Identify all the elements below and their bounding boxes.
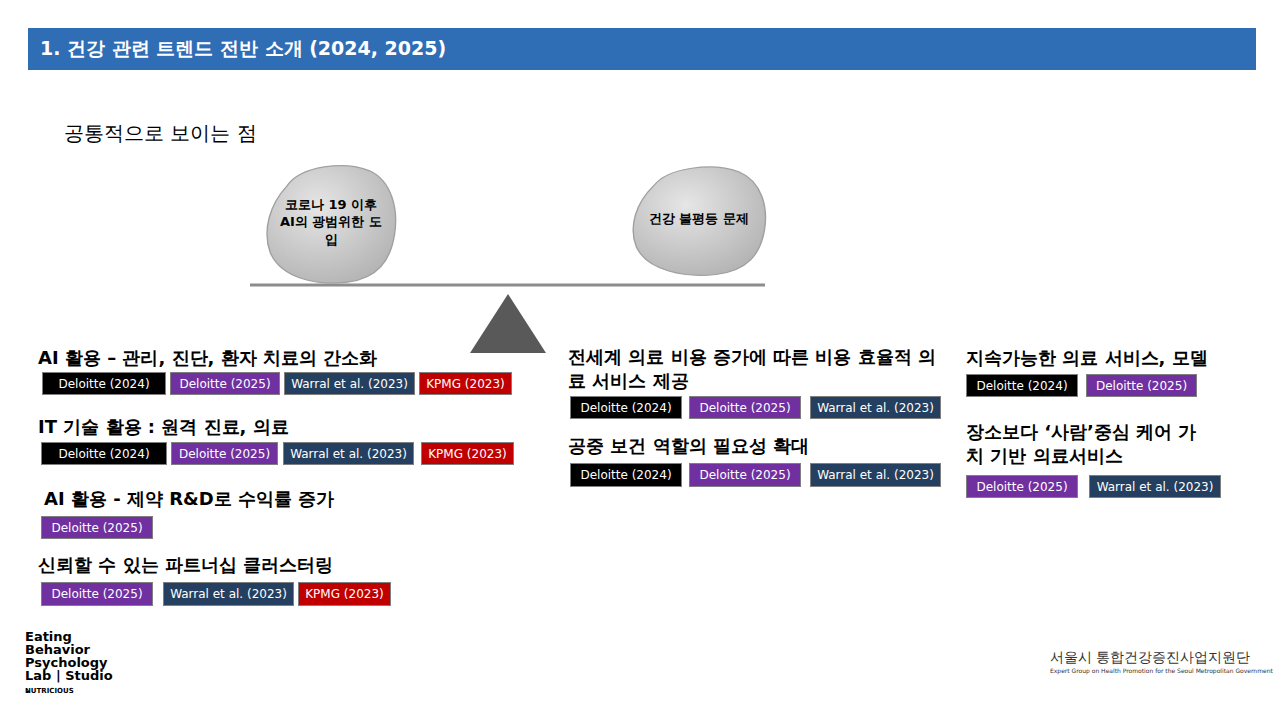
balance-fulcrum bbox=[470, 294, 546, 353]
source-tag: KPMG (2023) bbox=[421, 442, 514, 465]
trend-heading: AI 활용 - 제약 R&D로 수익률 증가 bbox=[44, 487, 334, 510]
source-tag: Deloitte (2025) bbox=[41, 516, 153, 539]
source-label: Deloitte (2024) bbox=[58, 377, 149, 391]
rock-label: 코로나 19 이후 AI의 광범위한 도입 bbox=[262, 196, 400, 249]
trend-heading: AI 활용 – 관리, 진단, 환자 치료의 간소화 bbox=[38, 346, 377, 369]
source-label: Deloitte (2025) bbox=[699, 468, 790, 482]
source-tag: Warral et al. (2023) bbox=[810, 396, 941, 419]
title-text: 1. 건강 관련 트렌드 전반 소개 (2024, 2025) bbox=[40, 36, 446, 62]
source-label: Deloitte (2025) bbox=[1096, 379, 1187, 393]
trend-heading: 신뢰할 수 있는 파트너십 클러스터링 bbox=[38, 553, 333, 576]
source-label: Warral et al. (2023) bbox=[817, 468, 934, 482]
lab-logo-sub: NUTRICIOUS bbox=[25, 688, 74, 695]
source-tag: Deloitte (2024) bbox=[42, 372, 166, 395]
trend-heading: 장소보다 ‘사람’중심 케어 가치 기반 의료서비스 bbox=[966, 420, 1211, 469]
rock-weight: 코로나 19 이후 AI의 광범위한 도입 bbox=[262, 158, 400, 286]
source-label: KPMG (2023) bbox=[428, 447, 506, 461]
source-tag: Warral et al. (2023) bbox=[1089, 475, 1221, 498]
rock-label: 건강 불평등 문제 bbox=[635, 210, 763, 228]
source-label: Warral et al. (2023) bbox=[170, 587, 287, 601]
org-logo-sub: Expert Group on Health Promotion for the… bbox=[1050, 667, 1273, 674]
source-label: Deloitte (2024) bbox=[580, 468, 671, 482]
source-label: Deloitte (2025) bbox=[976, 480, 1067, 494]
trend-heading: IT 기술 활용 : 원격 진료, 의료 bbox=[38, 415, 289, 438]
source-tag: KPMG (2023) bbox=[419, 372, 512, 395]
source-label: KPMG (2023) bbox=[305, 587, 383, 601]
source-tag: Deloitte (2024) bbox=[966, 374, 1078, 397]
trend-heading: 공중 보건 역할의 필요성 확대 bbox=[568, 434, 809, 457]
source-label: Warral et al. (2023) bbox=[817, 401, 934, 415]
source-tag: Warral et al. (2023) bbox=[810, 463, 941, 487]
trend-heading: 전세계 의료 비용 증가에 따른 비용 효율적 의료 서비스 제공 bbox=[568, 345, 938, 394]
source-tag: Deloitte (2024) bbox=[41, 442, 167, 465]
source-label: Deloitte (2024) bbox=[58, 447, 149, 461]
source-tag: Deloitte (2025) bbox=[41, 582, 153, 606]
source-label: Deloitte (2025) bbox=[51, 587, 142, 601]
source-label: Warral et al. (2023) bbox=[1097, 480, 1214, 494]
source-label: Deloitte (2025) bbox=[699, 401, 790, 415]
subtitle: 공통적으로 보이는 점 bbox=[64, 120, 257, 146]
source-label: Deloitte (2024) bbox=[580, 401, 671, 415]
source-label: Deloitte (2025) bbox=[51, 521, 142, 535]
balance-beam bbox=[250, 284, 765, 287]
trend-heading: 지속가능한 의료 서비스, 모델 bbox=[966, 346, 1208, 369]
source-tag: Deloitte (2025) bbox=[689, 396, 801, 419]
org-logo: 서울시 통합건강증진사업지원단 bbox=[1050, 649, 1250, 666]
source-label: Deloitte (2025) bbox=[179, 377, 270, 391]
source-tag: Deloitte (2024) bbox=[570, 463, 682, 487]
title-bar: 1. 건강 관련 트렌드 전반 소개 (2024, 2025) bbox=[28, 28, 1256, 70]
source-tag: KPMG (2023) bbox=[298, 582, 391, 606]
source-label: Warral et al. (2023) bbox=[291, 377, 408, 391]
source-tag: Warral et al. (2023) bbox=[283, 442, 414, 465]
source-label: Deloitte (2025) bbox=[179, 447, 270, 461]
source-label: Deloitte (2024) bbox=[976, 379, 1067, 393]
source-tag: Deloitte (2024) bbox=[570, 396, 682, 419]
source-tag: Deloitte (2025) bbox=[170, 372, 280, 395]
source-tag: Warral et al. (2023) bbox=[284, 372, 415, 395]
rock-weight: 건강 불평등 문제 bbox=[628, 160, 770, 278]
source-label: Warral et al. (2023) bbox=[290, 447, 407, 461]
source-tag: Warral et al. (2023) bbox=[163, 582, 294, 606]
lab-logo: Eating Behavior Psychology Lab | Studio … bbox=[25, 630, 117, 695]
source-tag: Deloitte (2025) bbox=[966, 475, 1078, 498]
source-tag: Deloitte (2025) bbox=[689, 463, 801, 487]
source-tag: Deloitte (2025) bbox=[1086, 374, 1197, 397]
source-label: KPMG (2023) bbox=[426, 377, 504, 391]
source-tag: Deloitte (2025) bbox=[171, 442, 278, 465]
